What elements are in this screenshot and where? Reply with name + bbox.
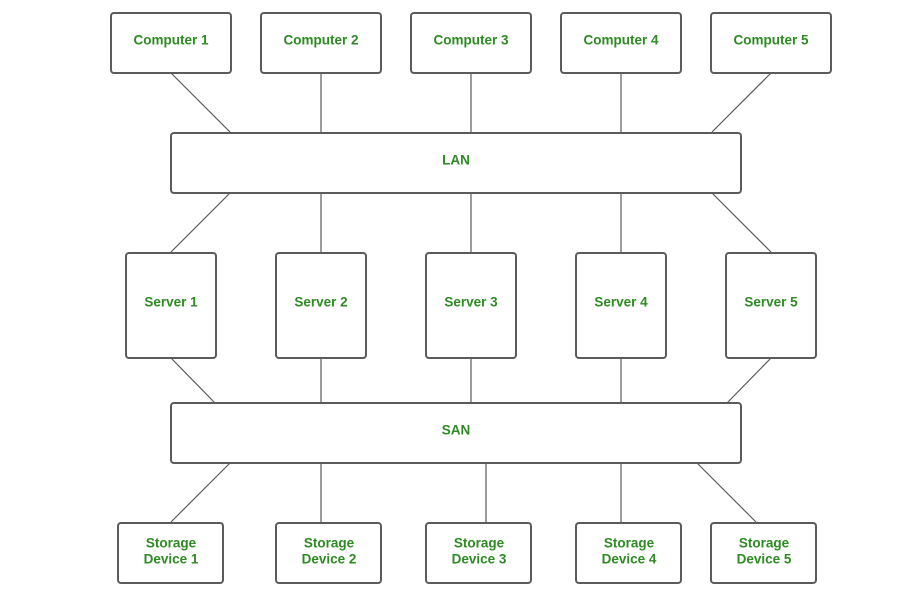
- computer-box: [710, 12, 832, 74]
- storage-box: [710, 522, 817, 584]
- storage-node: Storage Device 5: [710, 522, 817, 584]
- storage-label-line2: Device 5: [737, 552, 792, 567]
- server-box: [125, 252, 217, 359]
- storage-label-line2: Device 4: [602, 552, 657, 567]
- computer-node: Computer 2: [260, 12, 382, 74]
- storage-node: Storage Device 4: [575, 522, 682, 584]
- server-label: Server 2: [294, 295, 347, 310]
- computer-node: Computer 3: [410, 12, 532, 74]
- storage-label-line2: Device 1: [144, 552, 199, 567]
- server-node: Server 2: [275, 252, 367, 359]
- storage-label-line1: Storage: [604, 536, 655, 551]
- storage-label-line2: Device 3: [452, 552, 507, 567]
- server-label: Server 3: [444, 295, 498, 310]
- computer-label: Computer 5: [733, 33, 809, 48]
- lan-box: [170, 132, 742, 194]
- storage-box: [575, 522, 682, 584]
- server-san-connectors: [170, 357, 772, 404]
- computer-box: [110, 12, 232, 74]
- storage-label-line1: Storage: [454, 536, 505, 551]
- storage-box: [117, 522, 224, 584]
- edge-lan-server-5: [711, 192, 772, 253]
- storage-node: Storage Device 1: [117, 522, 224, 584]
- computer-node: Computer 4: [560, 12, 682, 74]
- san-node: SAN: [170, 402, 742, 464]
- server-box: [575, 252, 667, 359]
- lan-server-connectors: [170, 192, 772, 253]
- server-node: Server 5: [725, 252, 817, 359]
- server-label: Server 4: [594, 295, 648, 310]
- computer-node: Computer 1: [110, 12, 232, 74]
- server-node: Server 4: [575, 252, 667, 359]
- server-node: Server 1: [125, 252, 217, 359]
- server-label: Server 5: [744, 295, 798, 310]
- server-box: [275, 252, 367, 359]
- storage-box: [275, 522, 382, 584]
- edge-san-storage-1: [170, 462, 231, 523]
- storage-node: Storage Device 3: [425, 522, 532, 584]
- edge-computer-5-lan: [711, 72, 772, 133]
- server-node: Server 3: [425, 252, 517, 359]
- edge-computer-1-lan: [170, 72, 231, 133]
- storage-label-line1: Storage: [304, 536, 355, 551]
- storage-node: Storage Device 2: [275, 522, 382, 584]
- computer-lan-connectors: [170, 72, 772, 133]
- edge-lan-server-1: [170, 192, 231, 253]
- computer-label: Computer 2: [283, 33, 358, 48]
- storage-label-line1: Storage: [146, 536, 197, 551]
- lan-node: LAN: [170, 132, 742, 194]
- computer-box: [260, 12, 382, 74]
- edge-server-1-san: [170, 357, 216, 404]
- san-box: [170, 402, 742, 464]
- server-box: [425, 252, 517, 359]
- computer-box: [560, 12, 682, 74]
- computer-node: Computer 5: [710, 12, 832, 74]
- server-label: Server 1: [144, 295, 198, 310]
- edge-server-5-san: [726, 357, 772, 404]
- storage-label-line1: Storage: [739, 536, 790, 551]
- edge-san-storage-5: [696, 462, 757, 523]
- lan-label: LAN: [442, 153, 470, 168]
- computer-box: [410, 12, 532, 74]
- storage-box: [425, 522, 532, 584]
- computer-label: Computer 4: [583, 33, 659, 48]
- san-storage-connectors: [170, 462, 757, 523]
- computer-label: Computer 3: [433, 33, 509, 48]
- storage-label-line2: Device 2: [302, 552, 357, 567]
- server-box: [725, 252, 817, 359]
- computer-label: Computer 1: [133, 33, 209, 48]
- san-label: SAN: [442, 423, 471, 438]
